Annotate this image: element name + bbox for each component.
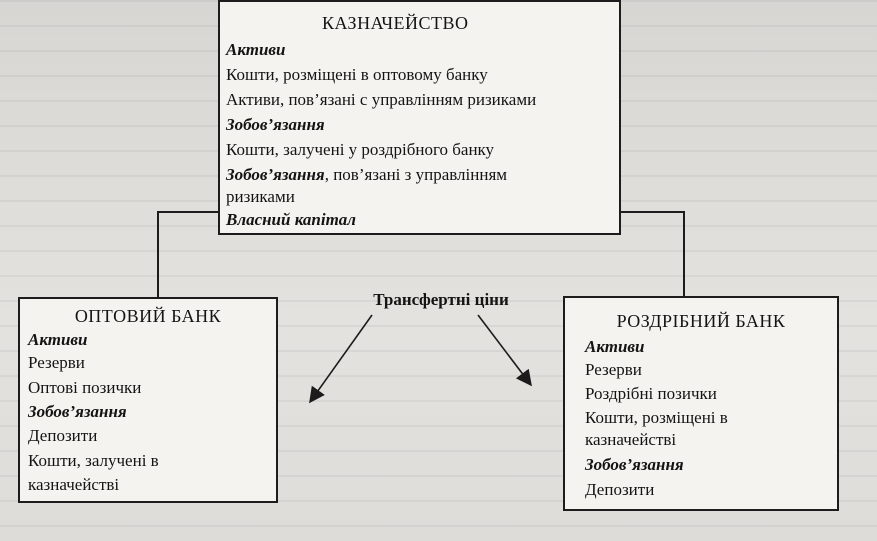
wholesale-liabilities-heading: Зобов’язання bbox=[28, 402, 127, 421]
retail-bank-title: РОЗДРІБНИЙ БАНК bbox=[616, 311, 786, 331]
retail-line: Депозити bbox=[585, 480, 655, 499]
treasury-title: КАЗНАЧЕЙСТВО bbox=[322, 13, 469, 33]
right-bracket-line bbox=[621, 211, 685, 296]
arrow-to-retail bbox=[477, 314, 532, 387]
wholesale-bank-box: ОПТОВИЙ БАНК Активи Резерви Оптові позич… bbox=[18, 297, 278, 503]
retail-bank-box: РОЗДРІБНИЙ БАНК Активи Резерви Роздрібні… bbox=[563, 296, 839, 511]
retail-line: Роздрібні позички bbox=[585, 384, 717, 403]
retail-assets-heading: Активи bbox=[585, 337, 645, 356]
treasury-equity-heading: Власний капітал bbox=[226, 210, 357, 229]
wholesale-assets-heading: Активи bbox=[28, 330, 88, 349]
left-bracket-line bbox=[157, 211, 218, 297]
retail-liabilities-heading: Зобов’язання bbox=[585, 455, 684, 474]
wholesale-line: Кошти, залучені в bbox=[28, 451, 159, 470]
treasury-assets-heading: Активи bbox=[226, 40, 286, 59]
retail-line: казначействі bbox=[585, 430, 677, 449]
treasury-line: Кошти, розміщені в оптовому банку bbox=[226, 65, 488, 84]
transfer-prices-label: Трансфертні ціни bbox=[373, 290, 509, 309]
treasury-line: Кошти, залучені у роздрібного банку bbox=[226, 140, 495, 159]
wholesale-line: Оптові позички bbox=[28, 378, 142, 397]
treasury-line: Зобов’язання, пов’язані з управлінням bbox=[226, 165, 508, 184]
wholesale-line: Депозити bbox=[28, 426, 98, 445]
retail-line: Резерви bbox=[585, 360, 642, 379]
treasury-liabilities-heading: Зобов’язання bbox=[226, 115, 325, 134]
treasury-line: ризиками bbox=[226, 187, 295, 206]
treasury-box: КАЗНАЧЕЙСТВО Активи Кошти, розміщені в о… bbox=[218, 0, 621, 235]
retail-line: Кошти, розміщені в bbox=[585, 408, 728, 427]
treasury-line: Активи, пов’язані с управлінням ризиками bbox=[226, 90, 537, 109]
wholesale-bank-title: ОПТОВИЙ БАНК bbox=[74, 306, 222, 326]
arrow-to-wholesale bbox=[309, 314, 373, 404]
wholesale-line: казначействі bbox=[28, 475, 120, 494]
wholesale-line: Резерви bbox=[28, 353, 85, 372]
